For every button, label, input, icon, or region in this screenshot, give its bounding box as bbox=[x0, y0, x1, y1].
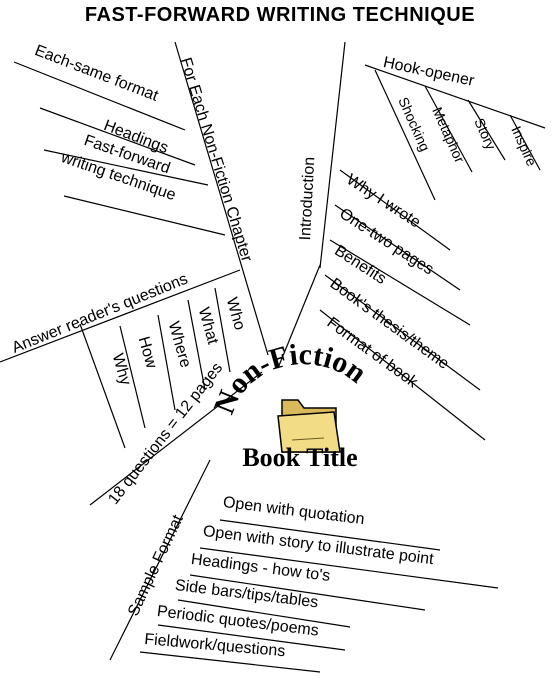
branch-line bbox=[157, 314, 176, 411]
branch-line bbox=[119, 325, 146, 429]
branch-line bbox=[39, 107, 196, 166]
branch-line bbox=[467, 99, 506, 161]
branch-line bbox=[177, 599, 351, 628]
branch-line bbox=[334, 204, 461, 291]
branch-line bbox=[324, 274, 481, 391]
branch-line bbox=[319, 309, 486, 441]
branch-line bbox=[13, 61, 186, 131]
spine-line-introduction-lower bbox=[277, 264, 321, 369]
branch-line bbox=[219, 519, 441, 551]
folder-icon bbox=[277, 399, 341, 453]
branch-line bbox=[157, 624, 346, 651]
branch-line bbox=[189, 574, 426, 611]
spine-line-sample bbox=[109, 459, 211, 661]
page-title: FAST-FORWARD WRITING TECHNIQUE bbox=[84, 4, 476, 26]
branch-line-hook bbox=[364, 64, 546, 129]
branch-line bbox=[63, 195, 226, 236]
branch-line bbox=[139, 651, 321, 673]
branch-line bbox=[199, 547, 499, 589]
spine-line-introduction bbox=[319, 41, 346, 269]
spine-line-questions bbox=[89, 371, 263, 506]
spine-line-chapter bbox=[174, 41, 269, 356]
branch-line bbox=[374, 69, 436, 201]
branch-line bbox=[0, 269, 241, 363]
center-bottom-text: Book Title bbox=[242, 443, 357, 472]
branch-line bbox=[424, 85, 473, 173]
branch-line bbox=[509, 114, 541, 171]
branch-line bbox=[43, 149, 209, 186]
branch-line bbox=[214, 287, 231, 373]
branch-line bbox=[329, 239, 471, 326]
branch-line bbox=[79, 323, 126, 449]
branch-line bbox=[339, 169, 451, 251]
branch-line bbox=[187, 299, 206, 391]
